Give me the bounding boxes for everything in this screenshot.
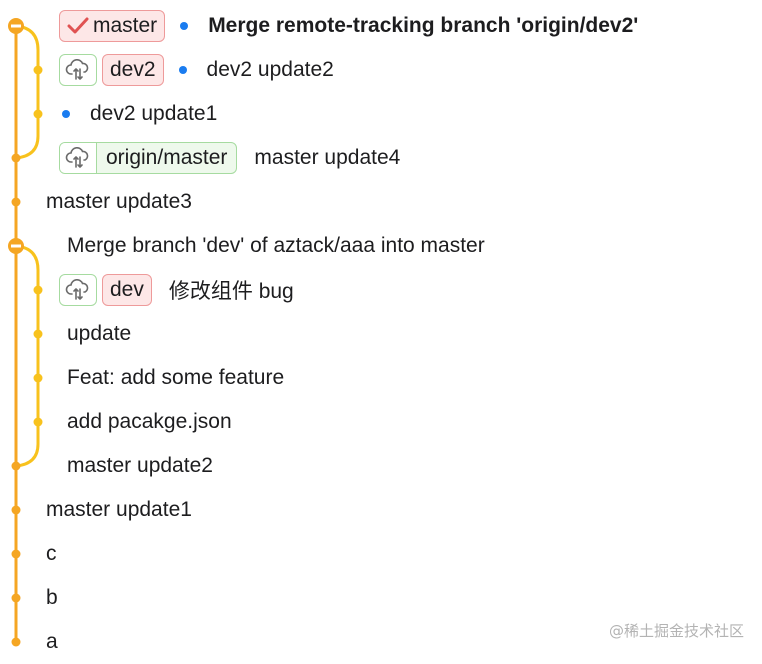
commit-dot[interactable]: [11, 461, 21, 471]
branch-tag-dev[interactable]: dev: [102, 274, 152, 306]
commit-message: add pacakge.json: [67, 410, 232, 433]
head-dot: [180, 22, 189, 30]
commit-dot[interactable]: [33, 109, 43, 119]
commit-row[interactable]: b: [46, 576, 58, 620]
commit-dot[interactable]: [11, 637, 21, 647]
commit-row[interactable]: Merge branch 'dev' of aztack/aaa into ma…: [67, 224, 485, 268]
branch-tag-label: dev2: [110, 58, 156, 81]
commit-row[interactable]: master update2: [67, 444, 213, 488]
commit-row[interactable]: master update3: [46, 180, 192, 224]
commit-row[interactable]: c: [46, 532, 57, 576]
commit-row[interactable]: update: [67, 312, 131, 356]
head-dot: [62, 110, 70, 118]
watermark: @稀土掘金技术社区: [608, 622, 744, 640]
commit-row[interactable]: a: [46, 620, 58, 664]
commit-message: master update3: [46, 190, 192, 213]
commit-message: 修改组件 bug: [168, 280, 294, 303]
remote-branch-tag-origin-master[interactable]: origin/master: [59, 142, 238, 174]
commit-dot[interactable]: [11, 549, 21, 559]
remote-tag[interactable]: [59, 274, 97, 306]
commit-message: Merge branch 'dev' of aztack/aaa into ma…: [67, 234, 485, 257]
commit-message: c: [46, 542, 57, 565]
commit-dot[interactable]: [33, 285, 43, 295]
commit-message: master update2: [67, 454, 213, 477]
head-dot: [178, 66, 187, 74]
commit-row[interactable]: Feat: add some feature: [67, 356, 284, 400]
commit-dot[interactable]: [11, 197, 21, 207]
merge-commit-marker[interactable]: [8, 238, 24, 254]
commit-dot[interactable]: [33, 417, 43, 427]
commit-message: Feat: add some feature: [67, 366, 285, 389]
commit-row[interactable]: add pacakge.json: [67, 400, 232, 444]
commit-message: master update4: [254, 146, 401, 169]
cloud-icon: [60, 143, 97, 173]
commit-dot[interactable]: [33, 373, 43, 383]
commit-row[interactable]: dev2 update1: [52, 92, 217, 136]
merge-branch-line-2: [15, 244, 40, 468]
merge-commit-marker[interactable]: [8, 18, 24, 34]
branch-tag-master[interactable]: master: [59, 10, 166, 42]
commit-message: update: [67, 322, 132, 345]
commit-graph: [8, 18, 43, 647]
branch-tag-label: master: [93, 14, 158, 37]
merge-branch-line-1: [15, 24, 40, 160]
commit-dot[interactable]: [33, 329, 43, 339]
check-icon: [67, 17, 89, 35]
commit-message: dev2 update1: [90, 102, 218, 125]
commit-row[interactable]: master Merge remote-tracking branch 'ori…: [59, 4, 638, 48]
branch-tag-label: origin/master: [106, 146, 228, 169]
remote-tag[interactable]: [59, 54, 97, 86]
branch-tag-dev2[interactable]: dev2: [102, 54, 164, 86]
commit-row[interactable]: dev2 dev2 update2: [59, 48, 334, 92]
commit-dot[interactable]: [11, 153, 21, 163]
commit-row[interactable]: dev 修改组件 bug: [59, 268, 294, 312]
cloud-icon: [65, 59, 89, 80]
commit-dot[interactable]: [11, 505, 21, 515]
branch-tag-label: dev: [110, 278, 144, 301]
commit-row[interactable]: origin/master master update4: [59, 136, 400, 180]
commit-dot[interactable]: [33, 65, 43, 75]
commit-row[interactable]: master update1: [46, 488, 192, 532]
cloud-icon: [65, 279, 89, 300]
commit-message: master update1: [46, 498, 192, 521]
commit-dot[interactable]: [11, 593, 21, 603]
commit-message: Merge remote-tracking branch 'origin/dev…: [208, 14, 639, 37]
commit-message: b: [46, 586, 58, 609]
commit-message: dev2 update2: [206, 58, 334, 81]
commit-message: a: [46, 630, 58, 653]
